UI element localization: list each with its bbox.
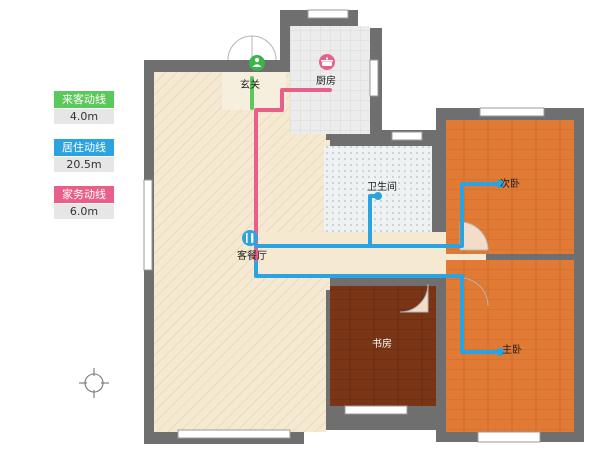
compass-icon <box>79 368 109 398</box>
room-label-entrance: 玄关 <box>240 80 260 91</box>
living-line-master-bedroom <box>254 256 502 354</box>
legend-guest-label: 来客动线 <box>62 93 106 106</box>
doors <box>227 35 489 313</box>
room-label-living-dining: 客餐厅 <box>237 251 267 262</box>
legend-guest-swatch <box>54 91 114 108</box>
dining-icon <box>242 230 258 246</box>
legend-chore-swatch <box>54 186 114 203</box>
room-label-master-bedroom: 主卧 <box>502 345 522 356</box>
windows <box>143 9 545 443</box>
person-icon <box>249 55 265 71</box>
room-label-bathroom: 卫生间 <box>367 182 397 193</box>
dining-icon-dot <box>253 255 259 261</box>
living-line-second-bedroom <box>254 182 502 248</box>
legend-guest-value: 4.0m <box>54 109 114 124</box>
chore-line <box>254 88 332 262</box>
room-label-second-bedroom: 次卧 <box>500 179 520 190</box>
pot-icon <box>319 54 335 70</box>
master-bedroom-floor <box>446 260 574 432</box>
line-endpoints <box>374 180 504 356</box>
bathroom-floor <box>324 146 432 232</box>
kitchen-floor <box>290 26 370 134</box>
room-label-kitchen: 厨房 <box>316 76 336 87</box>
legend-living-value: 20.5m <box>54 157 114 172</box>
legend-living-swatch <box>54 139 114 156</box>
legend-living-label: 居住动线 <box>62 141 106 154</box>
legend-chore-label: 家务动线 <box>62 188 106 201</box>
legend-chore-value: 6.0m <box>54 204 114 219</box>
room-label-study: 书房 <box>372 339 392 350</box>
